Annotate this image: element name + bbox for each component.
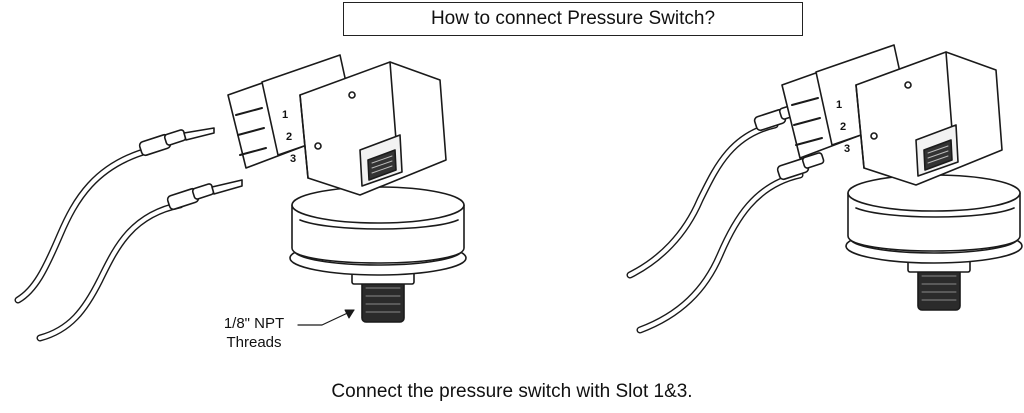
ferrule-upper	[138, 127, 215, 157]
left-pressure-switch	[227, 54, 467, 323]
diagram-title: How to connect Pressure Switch?	[430, 8, 716, 29]
terminal-number-3-left: 3	[290, 153, 296, 165]
left-wires	[14, 127, 243, 342]
npt-threads-label: 1/8" NPT Threads	[214, 314, 294, 352]
ferrule-lower	[166, 179, 243, 211]
npt-label-line2: Threads	[226, 334, 282, 351]
ferrule-lower-connected	[776, 152, 825, 181]
npt-callout-leader	[297, 309, 355, 326]
terminal-number-1-left: 1	[282, 109, 288, 121]
terminal-number-2-left: 2	[286, 131, 292, 143]
title-box: How to connect Pressure Switch?	[343, 2, 803, 36]
right-pressure-switch	[781, 44, 1023, 311]
terminal-number-3-right: 3	[844, 143, 850, 155]
terminal-number-1-right: 1	[836, 99, 842, 111]
terminal-number-2-right: 2	[840, 121, 846, 133]
npt-label-line1: 1/8" NPT	[223, 315, 285, 332]
diagram-caption: Connect the pressure switch with Slot 1&…	[331, 381, 693, 402]
